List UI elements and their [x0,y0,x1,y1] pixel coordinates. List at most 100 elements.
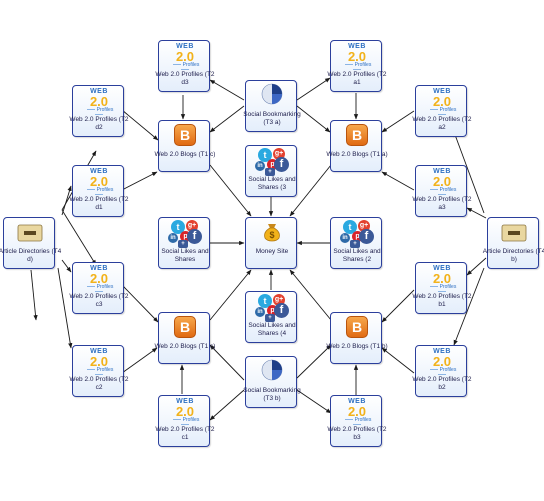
blog-node-t1a[interactable]: B Web 2.0 Blogs (T1 a) [326,120,388,172]
edge-arrow-15 [296,105,331,133]
social-likes-label: Social Likes and Shares [161,248,209,263]
blogger-icon: B [174,124,196,146]
edge-arrow-7 [121,109,159,141]
edge-arrow-31 [289,164,332,217]
blog-node-t1b[interactable]: B Web 2.0 Blogs (T1 b) [326,312,388,364]
edge-arrow-13 [209,105,245,133]
profile-label: Web 2.0 Profiles (T2 c1 [155,426,215,441]
social-bookmarking-label: Social Bookmarking (T3 a) [243,111,301,126]
edge-arrow-28 [466,257,487,276]
edge-arrow-17 [209,389,245,421]
edge-arrow-1 [61,209,97,266]
edge-arrow-33 [289,269,332,321]
blogger-icon: B [346,316,368,338]
edge-arrow-6 [121,171,158,191]
profile-label: Web 2.0 Profiles (T2 d3 [155,71,215,86]
edge-arrow-24 [381,289,415,323]
edge-arrow-5 [57,267,73,349]
article-directory-node-t4d[interactable]: Article Directories (T4 d) [0,217,61,269]
edge-arrow-9 [121,347,158,374]
profile-label: Web 2.0 Profiles (T2 b3 [327,426,387,441]
article-directory-label: Article Directories (T4 d) [0,248,62,263]
edge-arrow-30 [209,164,252,217]
social-bookmarking-node-t3b[interactable]: Social Bookmarking (T3 b) [243,356,301,408]
blog-label: Web 2.0 Blogs (T1 c) [154,343,216,350]
edge-arrow-18 [296,344,332,379]
profile-label: Web 2.0 Profiles (T2 d2 [69,116,129,131]
profile-label: Web 2.0 Profiles (T2 d1 [69,196,129,211]
money-site-label: Money Site [255,248,289,255]
edge-arrow-12 [209,79,245,101]
social-likes-label: Social Likes and Shares (2 [333,248,381,263]
profile-label: Web 2.0 Profiles (T2 a2 [412,116,472,131]
blog-node-t1c-top[interactable]: B Web 2.0 Blogs (T1 c) [155,120,215,172]
edge-arrow-22 [381,110,415,133]
edge-arrow-19 [296,389,332,414]
money-site-node[interactable]: $ Money Site [245,217,297,269]
social-likes-label: Social Likes and Shares (4 [248,322,296,337]
blog-node-t1c-bottom[interactable]: B Web 2.0 Blogs (T1 c) [155,312,215,364]
profile-label: Web 2.0 Profiles (T2 c3 [69,293,129,308]
edge-arrow-8 [121,284,159,323]
archive-box-icon [501,224,527,242]
edge-arrow-16 [209,344,245,381]
svg-text:$: $ [269,230,274,240]
edge-arrow-4 [61,259,72,273]
archive-box-icon [17,224,43,242]
article-directory-node-t4b[interactable]: Article Directories (T4 b) [483,217,544,269]
money-bag-icon: $ [264,224,280,242]
social-bookmarking-node-t3a[interactable]: Social Bookmarking (T3 a) [243,80,301,132]
blogger-icon: B [346,124,368,146]
edge-arrow-2 [61,185,72,216]
pie-chart-icon [261,83,283,105]
edge-arrow-29 [453,267,485,346]
blog-label: Web 2.0 Blogs (T1 a) [326,151,388,158]
profile-label: Web 2.0 Profiles (T2 a3 [412,196,472,211]
profile-label: Web 2.0 Profiles (T2 c2 [69,376,129,391]
edge-arrow-3 [30,269,38,321]
edge-arrow-14 [296,77,331,101]
edge-arrow-27 [466,207,487,219]
edge-arrow-25 [381,347,415,374]
edge-arrow-23 [381,171,415,191]
profile-label: Web 2.0 Profiles (T2 a1 [327,71,387,86]
profile-label: Web 2.0 Profiles (T2 b1 [412,293,472,308]
blog-label: Web 2.0 Blogs (T1 b) [326,343,388,350]
social-likes-label: Social Likes and Shares (3 [248,176,296,191]
social-bookmarking-label: Social Bookmarking (T3 b) [243,387,301,402]
article-directory-label: Article Directories (T4 b) [482,248,544,263]
blog-label: Web 2.0 Blogs (T1 c) [154,151,216,158]
